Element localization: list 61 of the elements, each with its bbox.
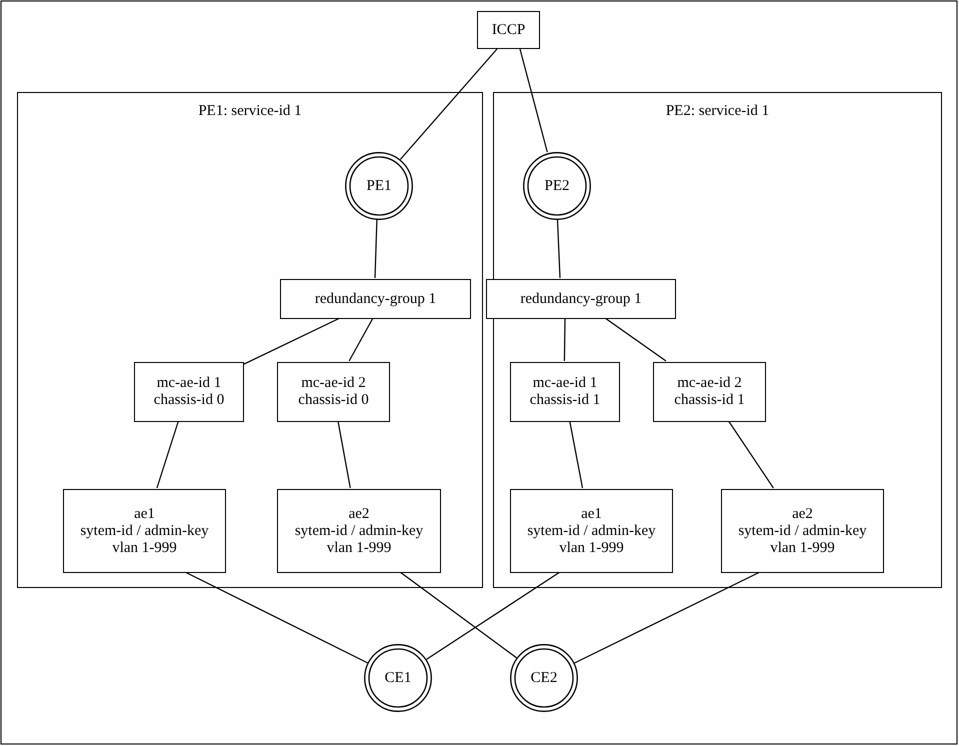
cluster-box	[17, 92, 483, 588]
node-label: vlan 1-999	[770, 540, 835, 556]
cluster-title: PE1: service-id 1	[198, 103, 302, 120]
node-label: vlan 1-999	[112, 540, 177, 556]
node-label: chassis-id 1	[674, 392, 745, 409]
node-label: sytem-id / admin-key	[80, 522, 209, 540]
node-box	[510, 489, 673, 573]
node-label: sytem-id / admin-key	[738, 522, 867, 540]
connector-line	[156, 420, 179, 488]
connector-line	[604, 318, 666, 362]
node-box	[486, 279, 676, 319]
double-circle-node	[345, 152, 413, 220]
connector-line	[564, 318, 566, 361]
node-label: mc-ae-id 1	[532, 375, 598, 392]
node-box	[277, 489, 441, 573]
connector-line	[556, 218, 561, 278]
node-label: vlan 1-999	[559, 540, 624, 556]
double-circle-node	[510, 644, 578, 712]
connector-line	[337, 420, 351, 488]
node-label: mc-ae-id 2	[677, 375, 742, 392]
node-box	[477, 11, 540, 49]
node-label: sytem-id / admin-key	[294, 522, 424, 540]
node-box	[63, 489, 226, 573]
connector-line	[426, 572, 560, 660]
node-label: CE1	[384, 670, 412, 686]
double-circle-node	[523, 152, 591, 220]
node-label: chassis-id 0	[154, 392, 224, 409]
node-label: ae1	[581, 506, 602, 522]
node-box	[510, 362, 620, 422]
node-label: vlan 1-999	[326, 540, 392, 556]
node-label: ae2	[792, 506, 813, 522]
node-label: ae2	[348, 506, 370, 522]
connector-line	[184, 571, 368, 664]
node-label: PE2	[544, 178, 570, 194]
node-label: sytem-id / admin-key	[527, 522, 656, 540]
node-box	[280, 279, 471, 319]
node-label: redundancy-group 1	[520, 290, 642, 308]
node-label: mc-ae-id 1	[156, 375, 222, 392]
connector-line	[728, 420, 774, 488]
node-label: CE2	[530, 670, 558, 686]
node-box	[277, 362, 390, 422]
connector-line	[400, 48, 498, 160]
cluster-title: PE2: service-id 1	[666, 103, 770, 120]
connector-line	[574, 571, 760, 664]
node-label: redundancy-group 1	[314, 290, 436, 308]
node-label: ICCP	[492, 22, 526, 38]
node-label: PE1	[366, 178, 392, 194]
node-box	[653, 362, 766, 422]
connector-line	[242, 317, 340, 366]
node-label: chassis-id 0	[298, 392, 369, 409]
connector-line	[569, 420, 584, 488]
connector-line	[374, 218, 378, 278]
double-circle-node	[364, 644, 432, 712]
node-box	[721, 489, 884, 573]
node-label: mc-ae-id 2	[301, 375, 366, 392]
connector-line	[400, 572, 517, 658]
node-label: ae1	[134, 506, 155, 522]
connector-line	[519, 48, 548, 152]
node-box	[134, 362, 244, 422]
connector-line	[348, 318, 374, 362]
node-label: chassis-id 1	[530, 392, 600, 409]
